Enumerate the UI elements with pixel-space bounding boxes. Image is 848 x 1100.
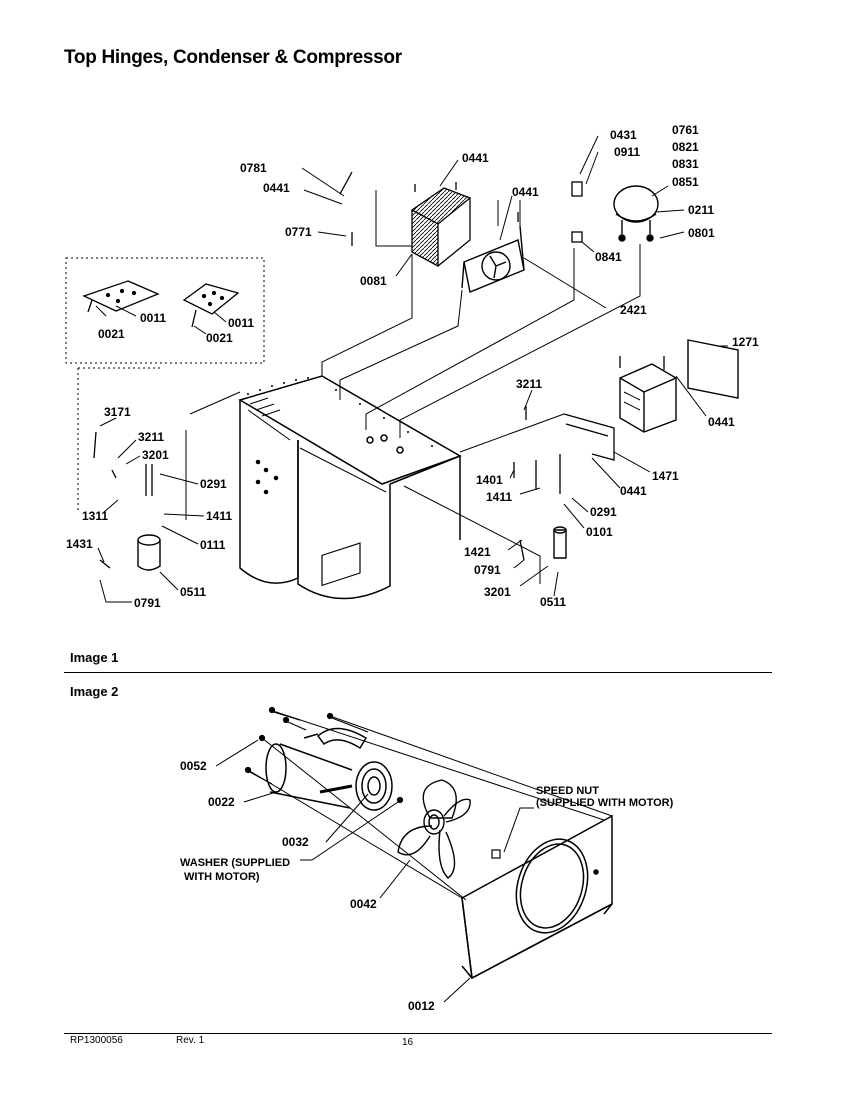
callout-0211: 0211 bbox=[688, 203, 714, 217]
callout-0111: 0111 bbox=[200, 538, 226, 552]
callout-0012: 0012 bbox=[408, 999, 435, 1013]
footer-rule bbox=[64, 1033, 772, 1034]
hinge-detail-box-lower bbox=[77, 367, 160, 510]
compressor-relay bbox=[571, 181, 583, 197]
callout-1311: 1311 bbox=[82, 509, 108, 523]
callout-0021-a: 0021 bbox=[98, 327, 125, 341]
callout-0911: 0911 bbox=[614, 145, 640, 159]
callout-0431: 0431 bbox=[610, 128, 637, 142]
footer-doc-number: RP1300056 bbox=[70, 1035, 123, 1046]
leader-lines-image1 bbox=[95, 135, 728, 603]
callout-0441-c: 0441 bbox=[512, 185, 539, 199]
compressor bbox=[613, 185, 659, 242]
callout-1471: 1471 bbox=[652, 469, 679, 483]
top-hinge-right bbox=[182, 283, 240, 328]
image-1-label: Image 1 bbox=[70, 650, 119, 665]
note-washer-line2: WITH MOTOR) bbox=[184, 871, 260, 883]
refrigerator-cabinet bbox=[238, 375, 462, 600]
routing-lines-image1 bbox=[185, 190, 641, 584]
control-box bbox=[619, 363, 677, 433]
start-capacitor-right bbox=[553, 526, 567, 559]
callout-1431: 1431 bbox=[66, 537, 93, 551]
callouts-image2: 0052 0022 0032 0042 0012 bbox=[180, 759, 435, 1013]
note-speed-nut-line2: (SUPPLIED WITH MOTOR) bbox=[536, 797, 674, 809]
callout-0042: 0042 bbox=[350, 897, 377, 911]
callout-0021-b: 0021 bbox=[206, 331, 233, 345]
callout-0032: 0032 bbox=[282, 835, 309, 849]
footer-page-number: 16 bbox=[402, 1037, 414, 1048]
callout-1421: 1421 bbox=[464, 545, 491, 559]
callout-1411-a: 1411 bbox=[486, 490, 512, 504]
callout-0011-b: 0011 bbox=[228, 316, 254, 330]
section-divider bbox=[64, 672, 772, 673]
start-capacitor-left bbox=[137, 534, 161, 571]
cabinet-top-edge-dots bbox=[247, 377, 433, 447]
note-washer-line1: WASHER (SUPPLIED bbox=[180, 857, 290, 869]
callout-0781: 0781 bbox=[240, 161, 267, 175]
leader-lines-image2 bbox=[215, 709, 613, 1003]
callout-0011-a: 0011 bbox=[140, 311, 166, 325]
callout-0441-b: 0441 bbox=[263, 181, 290, 195]
condenser-fan-shroud bbox=[461, 225, 525, 293]
callout-1411-b: 1411 bbox=[206, 509, 232, 523]
notes-image2: SPEED NUT (SUPPLIED WITH MOTOR) WASHER (… bbox=[180, 785, 674, 883]
callout-0771: 0771 bbox=[285, 225, 312, 239]
motor-screws bbox=[244, 706, 501, 859]
callout-0851: 0851 bbox=[672, 175, 699, 189]
callouts-image1: 0761 0821 0831 0851 0431 0911 0441 0781 … bbox=[66, 123, 759, 610]
callout-0441-d: 0441 bbox=[708, 415, 735, 429]
callout-0511-a: 0511 bbox=[180, 585, 206, 599]
callout-1401: 1401 bbox=[476, 473, 503, 487]
callout-3211-a: 3211 bbox=[516, 377, 542, 391]
condenser-coil bbox=[410, 187, 472, 268]
condenser-fan-bracket bbox=[461, 814, 613, 980]
footer-revision: Rev. 1 bbox=[176, 1035, 205, 1046]
image-2-label: Image 2 bbox=[70, 684, 119, 699]
condenser-fan-blade bbox=[397, 779, 471, 879]
callout-3211-b: 3211 bbox=[138, 430, 164, 444]
callout-0441-e: 0441 bbox=[620, 484, 647, 498]
callout-3201-a: 3201 bbox=[142, 448, 169, 462]
callout-0081: 0081 bbox=[360, 274, 387, 288]
callout-0022: 0022 bbox=[208, 795, 235, 809]
callout-0791-a: 0791 bbox=[474, 563, 501, 577]
callout-0441-a: 0441 bbox=[462, 151, 489, 165]
top-hinge-left bbox=[82, 280, 160, 313]
callout-0052: 0052 bbox=[180, 759, 207, 773]
callout-0801: 0801 bbox=[688, 226, 715, 240]
callout-0101: 0101 bbox=[586, 525, 613, 539]
callout-3171: 3171 bbox=[104, 405, 131, 419]
callout-0761: 0761 bbox=[672, 123, 699, 137]
callout-0511-b: 0511 bbox=[540, 595, 566, 609]
callout-0821: 0821 bbox=[672, 140, 699, 154]
control-box-cover bbox=[687, 339, 739, 399]
overload-protector bbox=[571, 231, 583, 243]
note-speed-nut-line1: SPEED NUT bbox=[536, 785, 599, 797]
callout-0291-b: 0291 bbox=[590, 505, 617, 519]
page-title: Top Hinges, Condenser & Compressor bbox=[64, 47, 402, 68]
hinge-detail-box bbox=[65, 257, 265, 364]
callout-1271: 1271 bbox=[732, 335, 759, 349]
mullion-bracket-right bbox=[563, 413, 615, 461]
condenser-fan-motor bbox=[265, 727, 393, 811]
callout-0791-b: 0791 bbox=[134, 596, 161, 610]
callout-0841: 0841 bbox=[595, 250, 622, 264]
callout-3201-b: 3201 bbox=[484, 585, 511, 599]
callout-2421: 2421 bbox=[620, 303, 647, 317]
callout-0291-a: 0291 bbox=[200, 477, 227, 491]
callout-0831: 0831 bbox=[672, 157, 699, 171]
